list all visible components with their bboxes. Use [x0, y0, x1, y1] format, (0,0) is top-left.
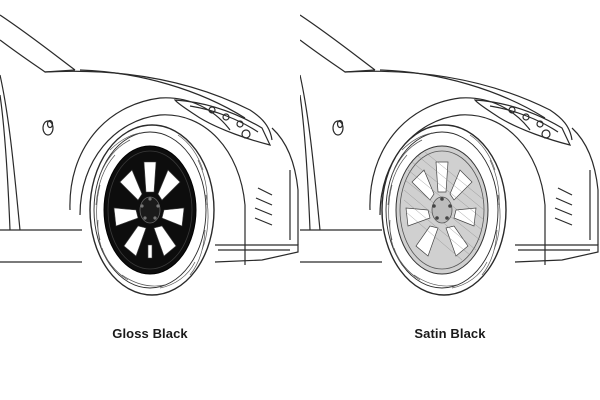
- variant-label: Gloss Black: [112, 326, 188, 341]
- panel-satin-black: Satin Black: [300, 0, 600, 400]
- panel-gloss-black: Gloss Black: [0, 14, 299, 341]
- car-body-lines: [0, 14, 299, 265]
- car-illustration-gloss: [0, 14, 299, 296]
- variant-label: Satin Black: [414, 326, 486, 341]
- wheel-icon: [103, 145, 197, 275]
- wheel-icon: [395, 145, 489, 275]
- car-illustration-satin: [300, 14, 599, 296]
